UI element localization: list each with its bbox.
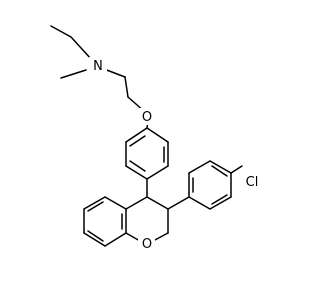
bond-c4-c4a	[125, 196, 148, 210]
bond-ring1-d	[125, 165, 148, 180]
bond-linker-1	[124, 76, 129, 98]
bond-ring2-double-3	[211, 194, 228, 205]
bond-n-linker	[103, 68, 126, 78]
bond-ring1-c	[146, 165, 169, 180]
nitrogen-label: N	[93, 59, 103, 74]
bond-ring1-a	[146, 127, 169, 143]
chlorine-label: Cl	[246, 175, 259, 190]
bond-benzo-b	[104, 232, 127, 247]
ether-oxygen-label-bg	[139, 108, 156, 125]
bond-c3-chlorophenyl	[167, 196, 190, 210]
ring-oxygen-label: O	[142, 237, 152, 252]
bond-ethyl1-ch3	[50, 25, 72, 38]
bond-benzo-c	[83, 232, 106, 247]
nitrogen-label-bg	[89, 57, 107, 74]
bond-c2-o	[152, 232, 169, 242]
bond-benzo-double-2	[87, 230, 104, 242]
bond-c4-c3	[146, 196, 169, 210]
bond-ethyl1-ch2	[70, 36, 93, 61]
ether-oxygen-label: O	[142, 110, 152, 125]
bond-ethyl2-ch3	[60, 69, 87, 79]
bond-ring1-double-2	[129, 160, 146, 172]
bond-ring2-b	[188, 160, 211, 174]
bond-ring2-c	[209, 160, 232, 174]
bond-ring1-f	[125, 127, 148, 143]
bond-ring2-double-2	[211, 165, 228, 177]
bond-benzo-double-3	[87, 201, 104, 212]
chlorine-label-bg	[240, 173, 264, 190]
bond-ring1-double-3	[129, 135, 146, 147]
bond-o-c8a	[125, 232, 141, 242]
bond-ring2-f	[188, 196, 211, 210]
bond-ring2-e	[209, 196, 232, 210]
ring-oxygen-label-bg	[138, 235, 155, 252]
bond-ring2-cl	[230, 165, 243, 174]
bond-benzo-f	[104, 196, 127, 210]
bond-benzo-e	[83, 196, 106, 210]
molecule-structure: N O O Cl	[50, 25, 264, 252]
structure-canvas: N O O Cl	[50, 25, 264, 252]
